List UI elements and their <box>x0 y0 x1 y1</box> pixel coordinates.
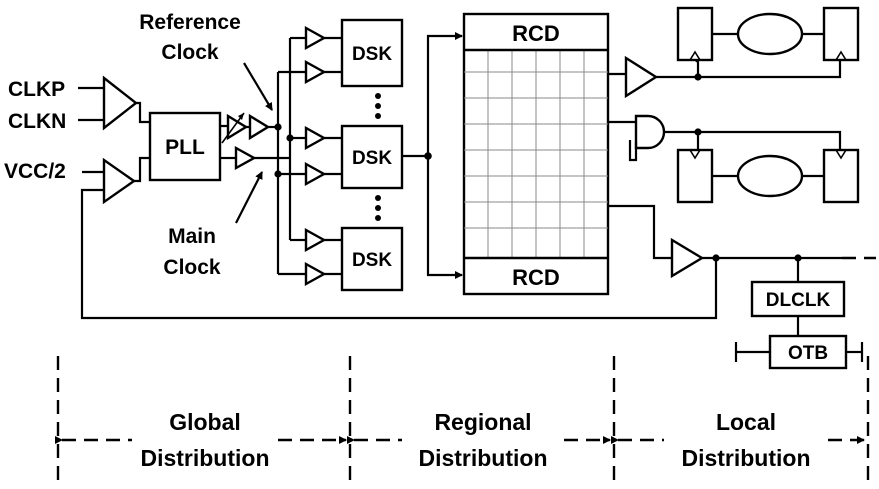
rcd-out-3 <box>608 204 672 260</box>
dsk3-main-buffer <box>304 227 327 253</box>
variable-delay-arrowhead-icon <box>238 113 244 120</box>
gate-enable-wire <box>628 140 638 162</box>
global-distribution-label-2: Distribution <box>140 445 269 471</box>
dlclk-label: DLCLK <box>766 290 831 311</box>
otb-block <box>768 334 848 370</box>
clkp-label: CLKP <box>8 78 65 101</box>
dsk-label-3: DSK <box>352 250 392 271</box>
ref-clock-buffer <box>248 113 271 141</box>
flop-2-clk-icon <box>835 50 847 61</box>
dsk-label-2: DSK <box>352 148 392 169</box>
ellipsis-upper <box>375 93 381 119</box>
fb-to-pll-wire <box>134 156 150 183</box>
flop4-clk-wire <box>698 130 842 150</box>
dsk-label-1: DSK <box>352 44 392 65</box>
main-clock-label-2: Clock <box>163 256 221 279</box>
flop2-clk-wire <box>698 60 842 79</box>
dsk-block-3 <box>340 226 404 292</box>
reference-clock-label-2: Clock <box>161 41 219 64</box>
rcd-top-label: RCD <box>512 21 560 46</box>
dsk2-main-buffer <box>304 125 327 151</box>
dsk-block-2 <box>340 124 404 190</box>
clock-gate-and <box>634 114 666 150</box>
logic-cloud-1 <box>736 12 804 56</box>
ref-junction-dot <box>274 123 282 131</box>
variable-delay-buffer <box>226 113 249 141</box>
dlclk-block <box>750 280 846 318</box>
rcd-mesh-grid <box>464 50 608 258</box>
vcc2-label: VCC/2 <box>4 160 66 183</box>
pll-block <box>148 111 222 182</box>
regional-distribution-label-2: Distribution <box>418 445 547 471</box>
rcd-bottom-label: RCD <box>512 265 560 290</box>
clk-to-pll-wire <box>136 101 150 124</box>
main-clock-label-1: Main <box>168 225 216 248</box>
clkn-label: CLKN <box>8 110 66 133</box>
reference-clock-label-1: Reference <box>139 11 241 34</box>
otb-label: OTB <box>788 343 828 364</box>
main-clock-buffer <box>234 145 257 171</box>
input-buffer-feedback <box>102 157 137 205</box>
reference-clock-pointer <box>243 62 273 111</box>
to-rcd-bottom-wire <box>426 156 463 279</box>
ellipsis-lower <box>375 195 381 221</box>
main-clock-pointer <box>235 171 263 224</box>
dsk3-ref-buffer <box>304 261 327 287</box>
local-distribution-label-1: Local <box>716 409 776 435</box>
local-buffer-3 <box>670 237 705 279</box>
input-buffer-clk <box>102 75 138 131</box>
dsk-block-1 <box>340 18 404 88</box>
flop-3-clk-icon <box>689 149 701 160</box>
local-distribution-label-2: Distribution <box>681 445 810 471</box>
to-rcd-top-wire <box>426 32 463 156</box>
local-buffer-1 <box>624 55 659 99</box>
pll-label: PLL <box>165 136 205 159</box>
flop-4-clk-icon <box>835 149 847 160</box>
feedback-loop-wire <box>80 188 718 320</box>
flop-1-clk-icon <box>689 50 701 61</box>
regional-distribution-label-1: Regional <box>434 409 531 435</box>
dsk1-main-buffer <box>304 25 327 51</box>
logic-cloud-2 <box>736 154 804 198</box>
dsk2-ref-buffer <box>304 161 327 187</box>
dsk1-ref-buffer <box>304 59 327 85</box>
global-distribution-label-1: Global <box>169 409 241 435</box>
